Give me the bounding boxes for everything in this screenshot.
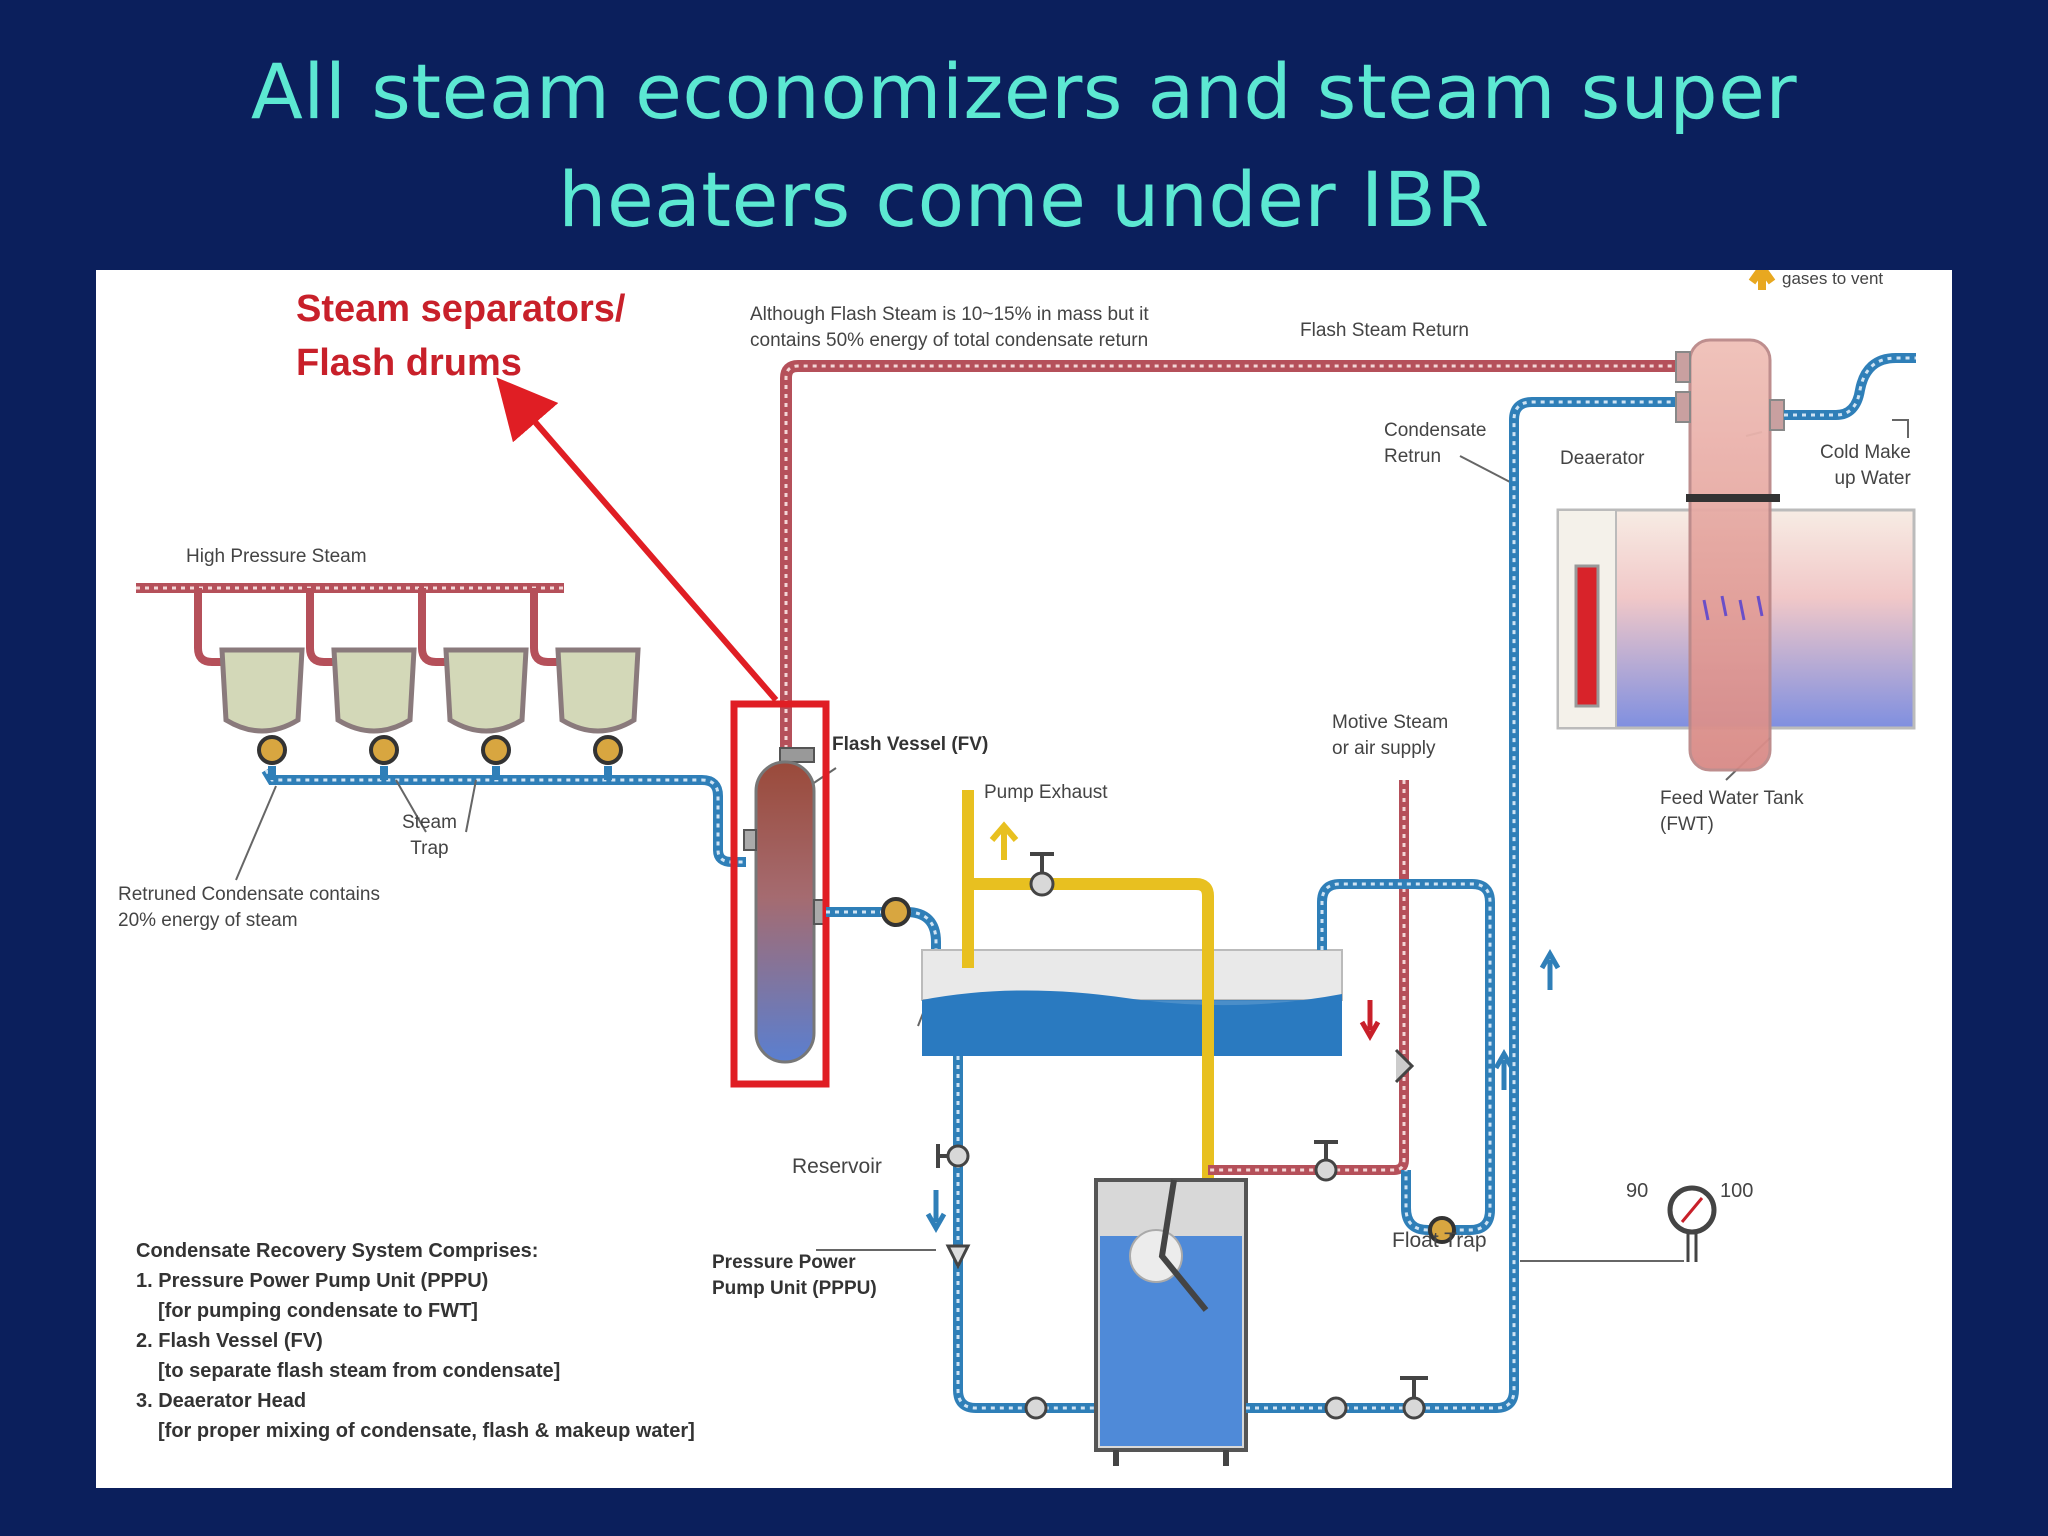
legend-item-1-note: [for pumping condensate to FWT]	[158, 1300, 478, 1322]
diagram-drawing	[136, 270, 1916, 1466]
cold-makeup-water-label: Cold Make up Water	[1820, 440, 1911, 492]
reservoir-tank	[921, 949, 1343, 1056]
pressure-gauge	[1667, 1185, 1717, 1262]
reservoir-drain-pipe	[925, 1056, 1106, 1420]
steam-trap-line-2: Trap	[410, 838, 449, 859]
flash-note-line-2: contains 50% energy of total condensate …	[750, 330, 1149, 351]
pppu-line-2: Pump Unit (PPPU)	[712, 1278, 877, 1299]
legend-item-2-note: [to separate flash steam from condensate…	[158, 1360, 561, 1382]
gauge-low-label: 90	[1626, 1180, 1649, 1202]
title-line-1: All steam economizers and steam super	[250, 47, 1798, 136]
gases-to-vent-label: gases to vent	[1782, 269, 1884, 288]
steam-trap-icons	[257, 735, 623, 765]
callout-arrow	[496, 377, 779, 702]
pump-exhaust-pipe	[962, 790, 1214, 1430]
flash-steam-note: Although Flash Steam is 10~15% in mass b…	[750, 302, 1149, 354]
flash-vessel	[743, 747, 827, 1064]
cold-makeup-pipe	[1784, 353, 1916, 420]
gauge-high-label: 100	[1720, 1180, 1754, 1202]
feed-water-tank-line-1: Feed Water Tank	[1660, 788, 1804, 809]
high-pressure-steam-label: High Pressure Steam	[186, 546, 367, 567]
fv-to-reservoir-pipe	[826, 897, 941, 960]
pppu-label: Pressure Power Pump Unit (PPPU)	[712, 1250, 877, 1302]
legend-heading: Condensate Recovery System Comprises:	[136, 1240, 539, 1262]
motive-steam-label: Motive Steam or air supply	[1332, 710, 1448, 762]
deaerator-head	[1675, 270, 1785, 772]
float-trap-label: Float Trap	[1392, 1229, 1487, 1252]
callout-line-2: Flash drums	[296, 342, 522, 384]
high-pressure-steam-header	[136, 583, 564, 666]
flash-steam-return-label: Flash Steam Return	[1300, 320, 1469, 341]
system-legend: Condensate Recovery System Comprises: 1.…	[136, 1236, 695, 1446]
steam-separators-callout: Steam separators/ Flash drums	[296, 282, 626, 390]
deaerator-label: Deaerator	[1560, 448, 1645, 469]
feed-water-tank-label: Feed Water Tank (FWT)	[1660, 786, 1804, 838]
motive-steam-pipe	[1208, 780, 1415, 1182]
legend-item-3-note: [for proper mixing of condensate, flash …	[158, 1420, 695, 1442]
cold-makeup-line-2: up Water	[1834, 468, 1911, 489]
pump-exhaust-label: Pump Exhaust	[984, 782, 1108, 803]
returned-condensate-line-2: 20% energy of steam	[118, 910, 298, 931]
steam-trap-label: Steam Trap	[402, 810, 457, 862]
condensate-return-line-2: Retrun	[1384, 446, 1442, 467]
flash-steam-return-pipe	[780, 360, 1686, 1010]
returned-condensate-line-1: Retruned Condensate contains	[118, 884, 380, 905]
legend-item-1: 1. Pressure Power Pump Unit (PPPU)	[136, 1270, 489, 1292]
callout-line-1: Steam separators/	[296, 288, 626, 330]
condensate-return-line-1: Condensate	[1384, 420, 1487, 441]
float-trap-loop	[1317, 879, 1515, 1244]
steam-trap-line-1: Steam	[402, 812, 457, 833]
reservoir-label: Reservoir	[792, 1155, 882, 1178]
condensate-return-pipe	[1246, 397, 1686, 1420]
motive-steam-line-2: or air supply	[1332, 738, 1436, 759]
legend-item-3: 3. Deaerator Head	[136, 1390, 307, 1412]
motive-steam-line-1: Motive Steam	[1332, 712, 1449, 733]
flash-vessel-label: Flash Vessel (FV)	[832, 734, 989, 755]
condensate-header-pipe	[261, 766, 746, 867]
flash-note-line-1: Although Flash Steam is 10~15% in mass b…	[750, 304, 1149, 325]
returned-condensate-label: Retruned Condensate contains 20% energy …	[118, 882, 380, 934]
slide-title: All steam economizers and steam super he…	[0, 38, 2048, 254]
flash-vessel-highlight-box	[730, 700, 830, 1088]
cold-makeup-line-1: Cold Make	[1820, 442, 1911, 463]
condensate-recovery-diagram: Steam separators/ Flash drums gases to v…	[96, 269, 1952, 1488]
pressure-power-pump-unit	[1094, 1178, 1248, 1466]
feed-water-tank-line-2: (FWT)	[1660, 814, 1714, 835]
condensate-return-label: Condensate Retrun	[1384, 418, 1486, 470]
title-line-2: heaters come under IBR	[558, 155, 1490, 244]
steam-equipment-units	[219, 647, 641, 734]
pppu-line-1: Pressure Power	[712, 1252, 856, 1273]
legend-item-2: 2. Flash Vessel (FV)	[136, 1330, 323, 1352]
